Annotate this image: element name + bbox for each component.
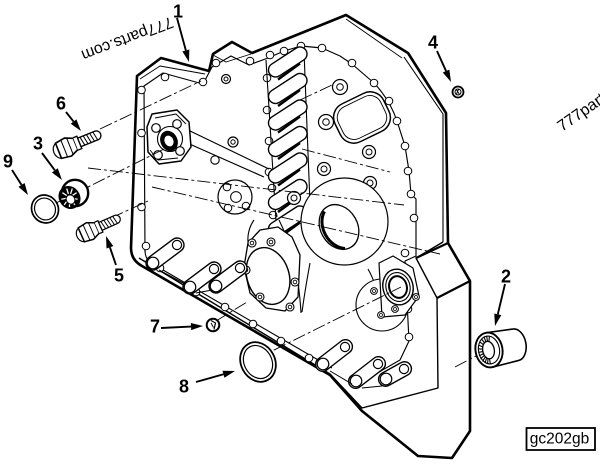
svg-text:4: 4 <box>428 33 438 53</box>
svg-text:1: 1 <box>173 2 183 22</box>
svg-text:2: 2 <box>501 267 511 287</box>
svg-text:7: 7 <box>150 317 160 337</box>
svg-text:3: 3 <box>33 134 43 154</box>
svg-text:5: 5 <box>114 266 124 286</box>
svg-text:8: 8 <box>179 377 189 397</box>
svg-text:gc202gb: gc202gb <box>530 431 589 448</box>
svg-text:9: 9 <box>3 152 13 172</box>
svg-text:6: 6 <box>56 94 66 114</box>
